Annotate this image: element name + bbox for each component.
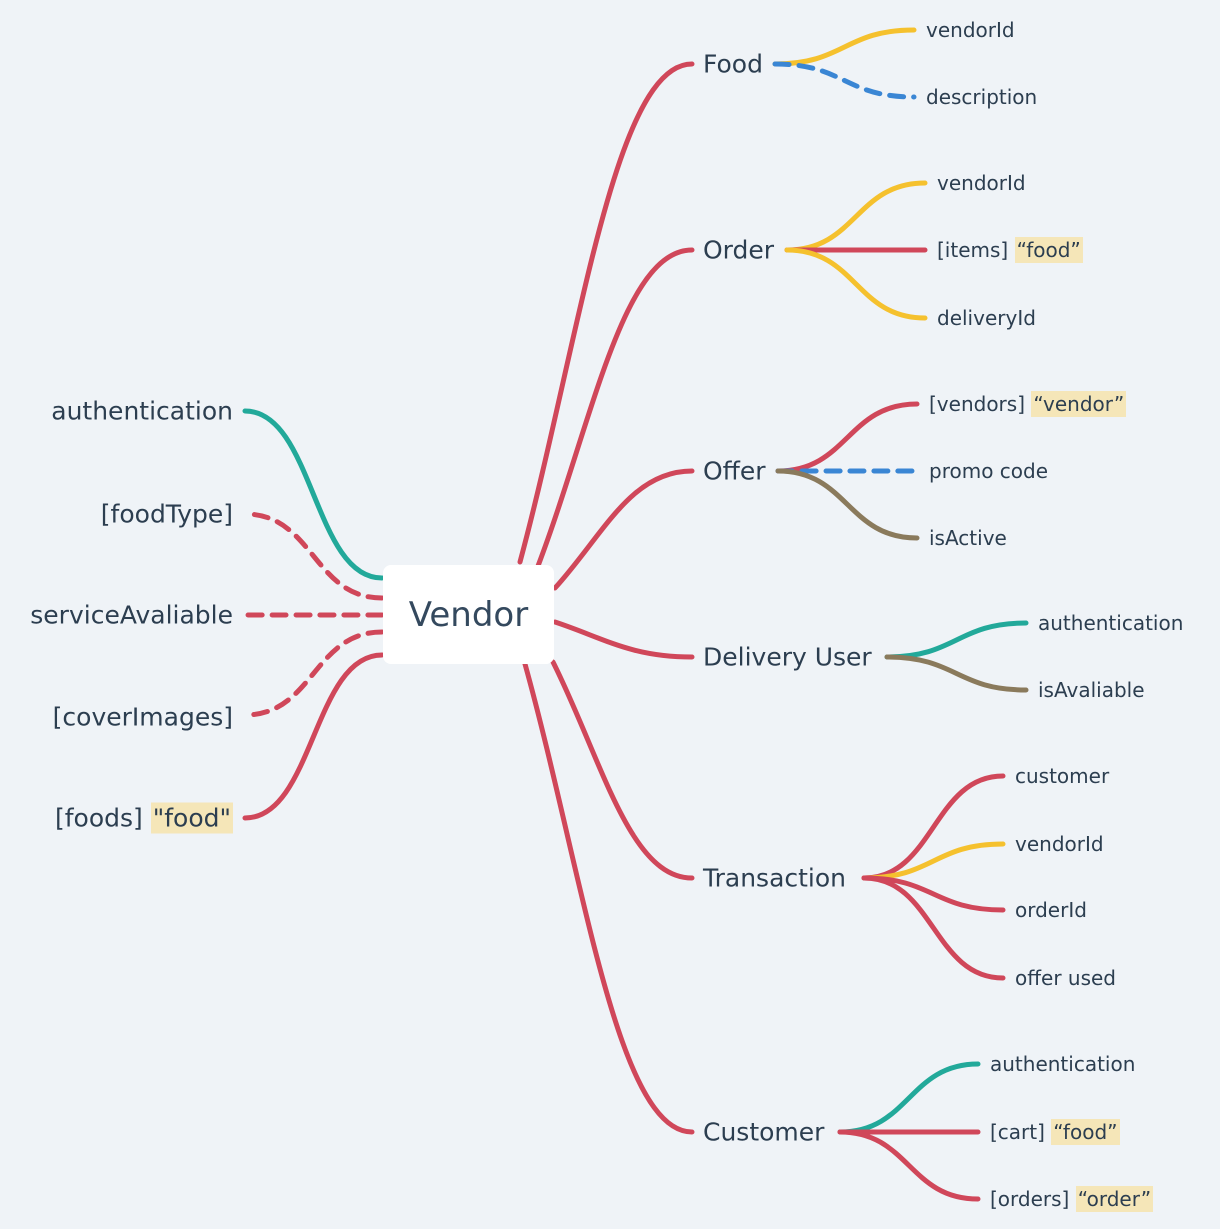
link-customer bbox=[522, 661, 695, 1135]
node-food-vendorid-text: vendorId bbox=[926, 18, 1015, 42]
node-left-foods-text: [foods] bbox=[54, 803, 143, 833]
link-left-authentication bbox=[242, 408, 385, 581]
node-left-authentication[interactable]: authentication bbox=[51, 399, 233, 424]
node-transaction-vendorid-text: vendorId bbox=[1015, 832, 1104, 856]
node-transaction-customer[interactable]: customer bbox=[1015, 766, 1109, 786]
node-left-foodtype[interactable]: [foodType] bbox=[101, 502, 233, 527]
node-customer-text: Customer bbox=[703, 1117, 825, 1147]
node-transaction-vendorid[interactable]: vendorId bbox=[1015, 834, 1104, 854]
link-offer bbox=[552, 468, 695, 591]
link-food-vendorid bbox=[772, 27, 917, 67]
node-customer-cart[interactable]: [cart] “food” bbox=[990, 1119, 1120, 1145]
node-offer-promo-code[interactable]: promo code bbox=[929, 461, 1048, 481]
node-food-vendorid[interactable]: vendorId bbox=[926, 20, 1015, 40]
node-food-description[interactable]: description bbox=[926, 87, 1037, 107]
node-offer-isactive-text: isActive bbox=[929, 526, 1007, 550]
node-left-foods[interactable]: [foods] "food" bbox=[54, 802, 233, 834]
node-offer-vendors-ref-badge: “vendor” bbox=[1031, 391, 1127, 417]
node-delivery-user-isavaliable-text: isAvaliable bbox=[1038, 678, 1145, 702]
node-delivery-user-isavaliable[interactable]: isAvaliable bbox=[1038, 680, 1145, 700]
node-offer-vendors[interactable]: [vendors] “vendor” bbox=[929, 391, 1127, 417]
link-left-coverimages bbox=[242, 629, 385, 718]
node-order-items-text: [items] bbox=[937, 238, 1009, 262]
link-customer-authentication bbox=[837, 1061, 981, 1135]
node-customer-orders-ref-badge: “order” bbox=[1075, 1186, 1154, 1212]
node-food[interactable]: Food bbox=[703, 52, 763, 77]
node-order[interactable]: Order bbox=[703, 238, 774, 263]
node-left-authentication-text: authentication bbox=[51, 396, 233, 426]
link-offer-isactive bbox=[775, 468, 920, 541]
node-order-text: Order bbox=[703, 235, 775, 265]
node-customer[interactable]: Customer bbox=[703, 1120, 824, 1145]
link-delivery-user-isavaliable bbox=[884, 654, 1029, 693]
link-transaction-vendorid bbox=[861, 841, 1006, 881]
link-transaction bbox=[550, 659, 695, 881]
link-order-deliveryid bbox=[784, 247, 928, 321]
node-offer-promo-code-text: promo code bbox=[929, 459, 1049, 483]
node-order-vendorid-text: vendorId bbox=[937, 171, 1026, 195]
link-delivery-user bbox=[552, 619, 695, 660]
node-transaction-customer-text: customer bbox=[1015, 764, 1110, 788]
link-left-foods bbox=[242, 652, 385, 821]
node-food-text: Food bbox=[703, 49, 763, 79]
node-delivery-user-text: Delivery User bbox=[703, 642, 872, 672]
node-order-deliveryid-text: deliveryId bbox=[937, 306, 1036, 330]
node-delivery-user[interactable]: Delivery User bbox=[703, 645, 872, 670]
node-offer-isactive[interactable]: isActive bbox=[929, 528, 1007, 548]
link-food bbox=[517, 61, 695, 565]
node-offer[interactable]: Offer bbox=[703, 459, 766, 484]
node-left-coverimages-text: [coverImages] bbox=[52, 702, 233, 732]
node-left-foodtype-text: [foodType] bbox=[100, 499, 233, 529]
link-order-vendorid bbox=[784, 180, 928, 253]
node-delivery-user-authentication[interactable]: authentication bbox=[1038, 613, 1183, 633]
link-order bbox=[535, 247, 695, 569]
node-transaction[interactable]: Transaction bbox=[703, 866, 846, 891]
node-transaction-orderid[interactable]: orderId bbox=[1015, 900, 1087, 920]
node-offer-text: Offer bbox=[703, 456, 766, 486]
link-left-foodtype bbox=[242, 511, 385, 601]
node-transaction-orderid-text: orderId bbox=[1015, 898, 1087, 922]
node-customer-orders[interactable]: [orders] “order” bbox=[990, 1186, 1154, 1212]
node-customer-authentication-text: authentication bbox=[990, 1052, 1136, 1076]
node-left-serviceavaliable[interactable]: serviceAvaliable bbox=[30, 603, 233, 628]
node-food-description-text: description bbox=[926, 85, 1038, 109]
link-transaction-customer bbox=[861, 773, 1006, 881]
node-left-coverimages[interactable]: [coverImages] bbox=[53, 705, 233, 730]
node-order-deliveryid[interactable]: deliveryId bbox=[937, 308, 1036, 328]
link-delivery-user-authentication bbox=[884, 620, 1029, 660]
node-transaction-text: Transaction bbox=[703, 863, 847, 893]
root-node-label: Vendor bbox=[408, 594, 529, 635]
node-order-items-ref-badge: “food” bbox=[1014, 237, 1083, 263]
node-transaction-offer-used-text: offer used bbox=[1015, 966, 1116, 990]
node-customer-authentication[interactable]: authentication bbox=[990, 1054, 1135, 1074]
node-left-foods-ref-badge: "food" bbox=[150, 802, 233, 834]
node-order-vendorid[interactable]: vendorId bbox=[937, 173, 1026, 193]
node-offer-vendors-text: [vendors] bbox=[929, 392, 1025, 416]
node-customer-cart-text: [cart] bbox=[990, 1120, 1045, 1144]
node-transaction-offer-used[interactable]: offer used bbox=[1015, 968, 1116, 988]
link-food-description bbox=[772, 61, 917, 100]
node-delivery-user-authentication-text: authentication bbox=[1038, 611, 1184, 635]
link-offer-vendors bbox=[775, 401, 920, 474]
link-customer-orders bbox=[837, 1129, 981, 1202]
node-customer-orders-text: [orders] bbox=[990, 1187, 1070, 1211]
node-left-serviceavaliable-text: serviceAvaliable bbox=[30, 600, 233, 630]
node-customer-cart-ref-badge: “food” bbox=[1051, 1119, 1120, 1145]
root-node-vendor[interactable]: Vendor bbox=[383, 565, 554, 664]
node-order-items[interactable]: [items] “food” bbox=[937, 237, 1083, 263]
link-transaction-offer-used bbox=[861, 875, 1006, 981]
